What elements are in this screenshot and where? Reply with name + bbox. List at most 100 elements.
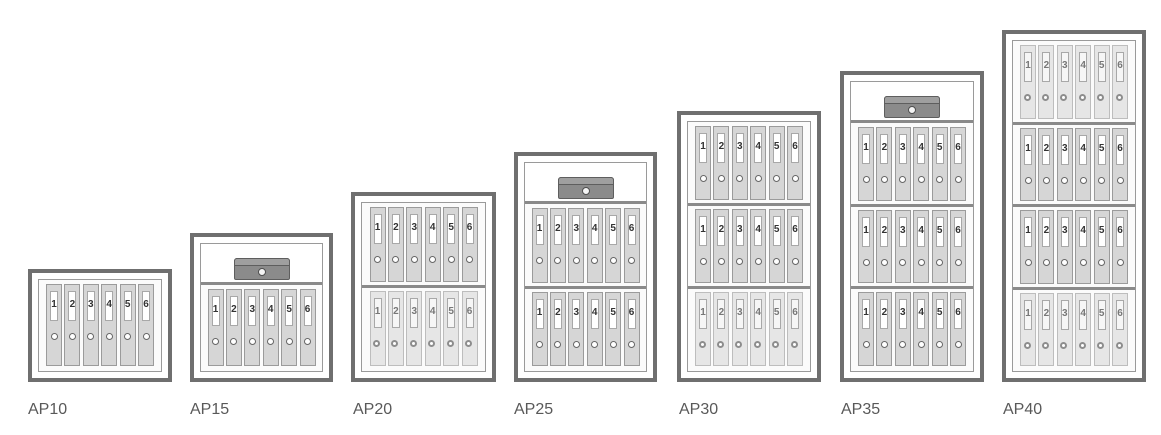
binder-number: 4 [266, 296, 275, 326]
binder-number: 1 [699, 216, 707, 246]
binder-number: 2 [880, 134, 889, 164]
binder-number: 4 [590, 215, 599, 245]
file-binder: 3 [894, 292, 911, 366]
file-binder: 5 [605, 291, 622, 366]
cash-box-icon [557, 177, 614, 199]
binder-number: 1 [1024, 217, 1032, 247]
file-binder: 5 [1093, 292, 1110, 366]
binder-number: 2 [68, 291, 77, 321]
file-binder: 3 [1056, 45, 1073, 119]
binder-number: 2 [717, 299, 726, 329]
binder-number: 1 [50, 291, 58, 321]
binder-number: 5 [447, 298, 456, 328]
file-binder: 6 [461, 207, 478, 282]
binder-ring-icon [373, 340, 380, 347]
file-binder: 2 [387, 291, 404, 366]
binder-number: 4 [1079, 299, 1088, 330]
binder-number: 4 [1079, 134, 1088, 165]
file-binder: 4 [750, 126, 767, 200]
binder-number: 3 [898, 299, 907, 330]
file-binder: 5 [1093, 210, 1110, 284]
file-binder: 1 [858, 127, 874, 201]
binder-number: 5 [123, 291, 132, 321]
file-binder: 4 [1075, 45, 1092, 119]
binder-ring-icon [68, 333, 76, 340]
file-binder: 1 [1020, 45, 1036, 119]
file-binder: 6 [787, 126, 803, 200]
binder-number: 2 [880, 216, 889, 247]
shelf-divider [1013, 286, 1135, 290]
file-binder: 4 [913, 209, 930, 284]
file-binder: 4 [1075, 127, 1092, 201]
file-binder: 3 [244, 289, 261, 366]
binder-ring-icon [105, 333, 113, 340]
binder-ring-icon [466, 256, 473, 263]
binder-ring-icon [772, 341, 780, 348]
binder-number: 3 [248, 296, 257, 326]
file-binder: 3 [731, 209, 748, 283]
file-binder: 6 [787, 209, 803, 283]
file-binder: 3 [731, 292, 748, 366]
binder-ring-icon [248, 338, 256, 345]
binder-number: 4 [754, 299, 763, 329]
binder-ring-icon [862, 258, 870, 266]
file-binder: 6 [1112, 45, 1128, 119]
binder-ring-icon [1098, 259, 1106, 266]
binder-ring-icon [1116, 176, 1124, 184]
file-binder: 6 [950, 209, 966, 284]
binder-number: 1 [862, 299, 870, 330]
file-binder: 1 [369, 207, 386, 282]
binder-ring-icon [1060, 94, 1068, 101]
binder-number: 1 [373, 214, 382, 244]
file-binder: 6 [623, 208, 640, 283]
binder-number: 5 [1097, 134, 1106, 165]
binder-number: 5 [609, 215, 618, 245]
binder-ring-icon [142, 333, 150, 340]
file-binder: 2 [1038, 127, 1055, 201]
file-binder: 4 [424, 207, 441, 282]
binder-number: 6 [1116, 52, 1124, 82]
binder-number: 3 [1060, 134, 1069, 165]
file-binder: 1 [46, 284, 62, 366]
file-binder: 2 [225, 289, 242, 366]
binder-number: 1 [373, 298, 382, 328]
binder-ring-icon [628, 257, 635, 264]
file-binder: 2 [876, 209, 893, 284]
binder-ring-icon [753, 341, 761, 348]
binder-ring-icon [212, 338, 219, 345]
file-binder: 5 [1093, 127, 1110, 201]
file-binder: 3 [894, 209, 911, 284]
binder-number: 4 [105, 291, 114, 321]
binder-ring-icon [754, 258, 762, 265]
file-binder: 2 [876, 127, 893, 201]
binder-ring-icon [609, 257, 617, 264]
binder-number: 6 [791, 299, 799, 329]
binder-number: 1 [862, 216, 870, 247]
file-binder: 6 [299, 289, 316, 366]
binder-ring-icon [917, 341, 925, 349]
file-binder: 2 [64, 284, 81, 366]
binder-ring-icon [1042, 259, 1050, 266]
binder-number: 3 [410, 214, 419, 244]
binder-ring-icon [736, 175, 744, 182]
binder-ring-icon [1079, 259, 1087, 266]
file-binder: 1 [207, 289, 224, 366]
binder-ring-icon [773, 175, 781, 182]
binder-ring-icon [791, 258, 799, 265]
binder-ring-icon [536, 340, 543, 348]
binder-number: 3 [86, 291, 95, 321]
model-label: AP40 [1003, 401, 1043, 418]
file-binder: 3 [894, 127, 911, 201]
binder-ring-icon [698, 341, 706, 348]
file-binder: 1 [695, 209, 711, 283]
binder-number: 1 [211, 296, 220, 326]
binder-number: 3 [735, 133, 744, 163]
cash-box-icon [884, 96, 940, 118]
binder-ring-icon [554, 340, 562, 348]
file-binder: 4 [1075, 210, 1092, 284]
binder-ring-icon [880, 176, 888, 183]
binder-number: 6 [954, 216, 962, 247]
shelf-divider [688, 203, 810, 206]
